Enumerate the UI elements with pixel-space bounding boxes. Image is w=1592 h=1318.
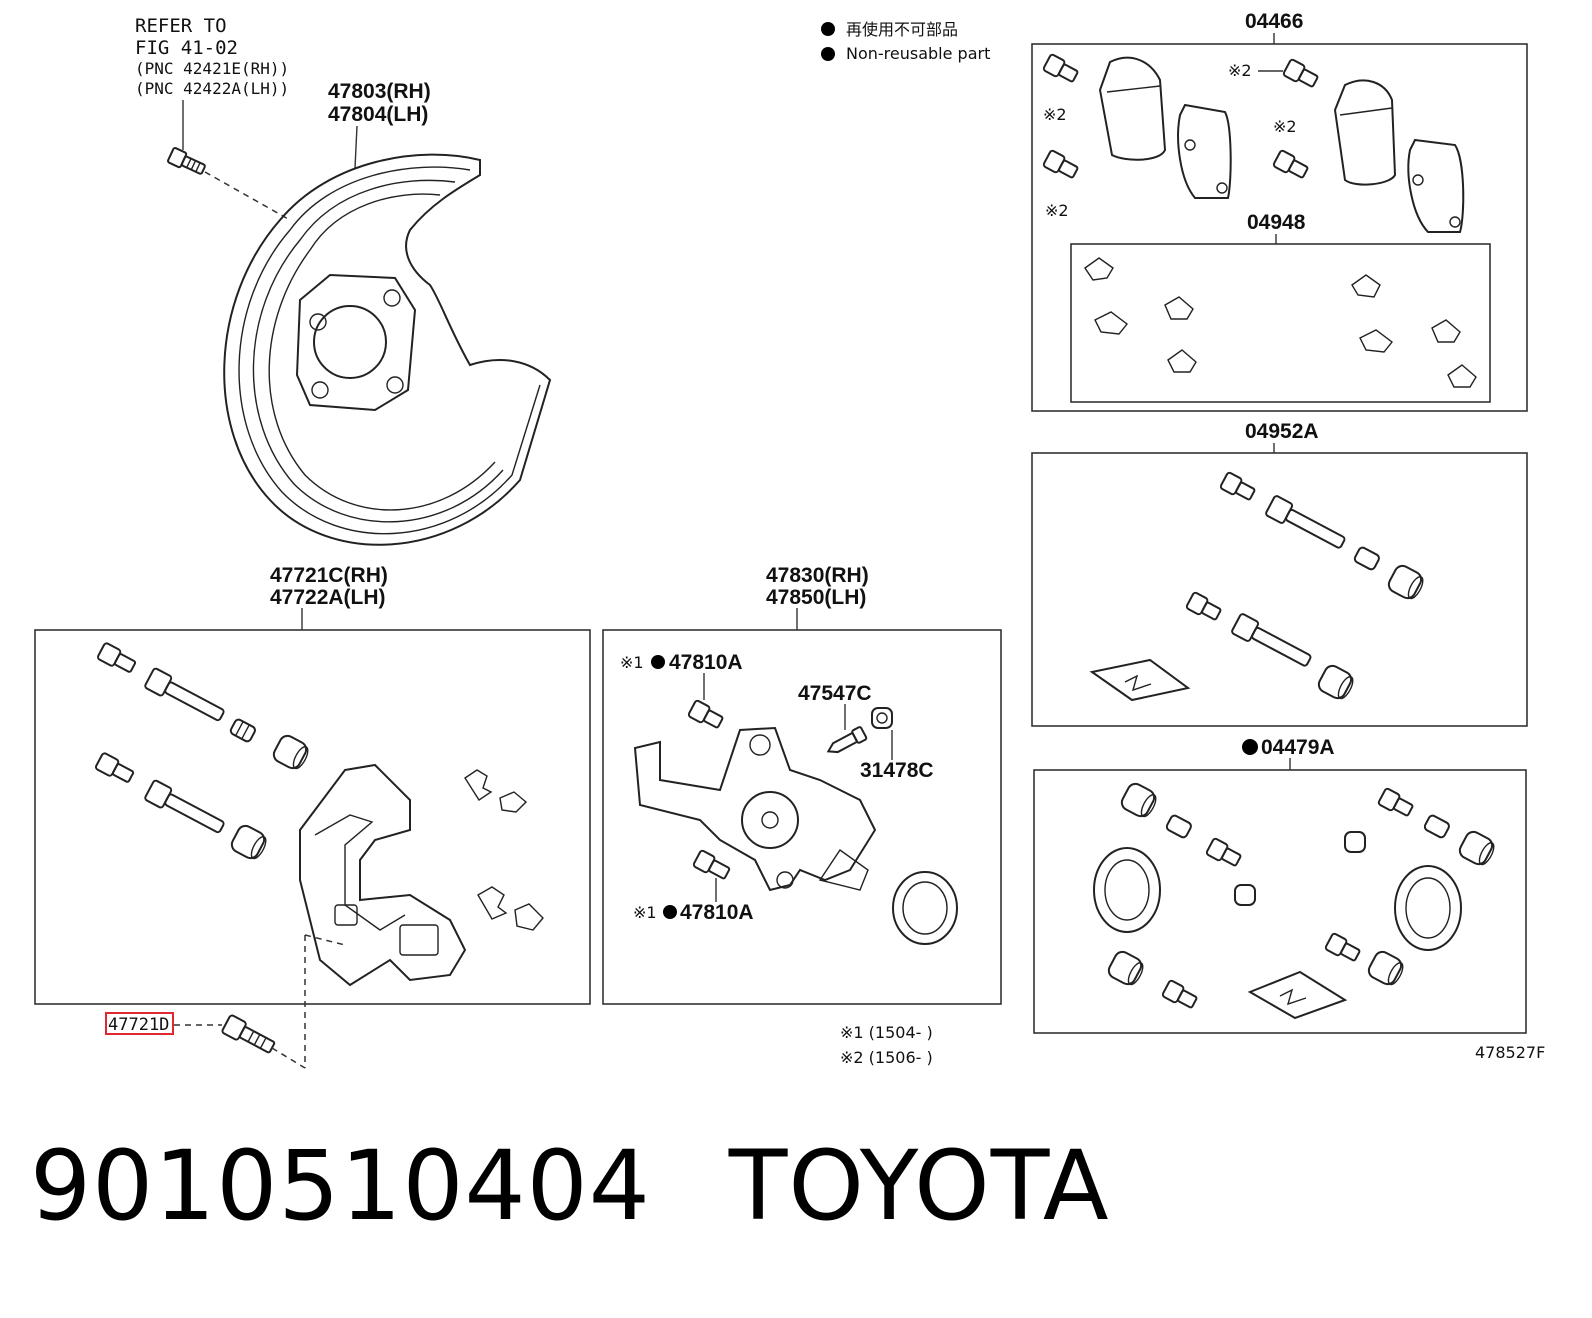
nonreusable-bullet-kit <box>1242 739 1258 755</box>
shim-kit-label: 04948 <box>1247 211 1306 234</box>
slide-pin-upper-icon <box>97 642 137 673</box>
caliper-label-lh: 47850(LH) <box>766 586 866 609</box>
caliper-body-icon <box>633 726 877 892</box>
brake-pad-icon-3 <box>1333 79 1397 186</box>
slide-kit-box <box>1031 452 1528 727</box>
legend-en: Non-reusable part <box>846 44 990 63</box>
bracket-box <box>34 629 591 1005</box>
pad-note-3: ※2 <box>1228 61 1252 80</box>
caliper-bolt-top-label: 47810A <box>669 651 743 674</box>
highlighted-part-label: 47721D <box>108 1015 169 1035</box>
shim-kit-box <box>1070 243 1491 403</box>
brake-pad-icon-2 <box>1177 103 1232 199</box>
nonreusable-bullet-bottom <box>663 905 677 919</box>
slide-kit-bolt-icon-1 <box>1219 471 1256 501</box>
shim-clip-icons <box>1084 257 1477 388</box>
pad-kit-label: 04466 <box>1245 10 1303 33</box>
slide-kit-bushing-icon-2 <box>1317 664 1354 700</box>
caliper-label-rh: 47830(RH) <box>766 564 869 587</box>
pad-note-1: ※2 <box>1043 105 1067 124</box>
bracket-bolt-icon <box>221 1014 276 1054</box>
caliper-bolt-bottom-icon <box>692 849 731 880</box>
slide-pin-lower-icon <box>95 752 135 783</box>
slide-kit-bushing-icon-1 <box>1387 564 1424 600</box>
brand-name: TOYOTA <box>728 1130 1110 1242</box>
pad-kit-box <box>1031 43 1528 412</box>
guide-pin-upper-icon <box>144 667 225 722</box>
bleeder-label: 47547C <box>798 682 872 705</box>
slide-kit-label: 04952A <box>1245 420 1319 443</box>
cylinder-kit-right-icons <box>1247 787 1495 1020</box>
shim-clips-lower-icon <box>477 886 544 931</box>
bushing-lower-icon <box>230 824 267 860</box>
brake-pad-icon-4 <box>1407 138 1465 233</box>
bleeder-cap-icon <box>871 707 893 729</box>
guide-pin-lower-icon <box>144 779 225 834</box>
shield-label-lh: 47804(LH) <box>328 103 428 126</box>
legend-bullet-2 <box>821 47 835 61</box>
shield-bolt-icon <box>167 147 206 175</box>
refer-line-3: (PNC 42421E(RH)) <box>135 59 289 78</box>
caliper-bolt-top-note: ※1 <box>620 653 644 672</box>
legend-jp: 再使用不可部品 <box>846 20 958 39</box>
pad-bolt-icon-4 <box>1272 149 1309 179</box>
refer-line-2: FIG 41-02 <box>135 37 238 59</box>
pad-bolt-icon-1 <box>1042 53 1079 83</box>
pad-note-2: ※2 <box>1045 201 1069 220</box>
pad-bolt-icon-3 <box>1282 58 1319 88</box>
slide-kit-boot-icon-1 <box>1353 546 1380 571</box>
bracket-label-rh: 47721C(RH) <box>270 564 388 587</box>
highlight-box <box>105 1012 174 1035</box>
caliper-box <box>602 629 1002 1005</box>
nonreusable-bullet-top <box>651 655 665 669</box>
slide-kit-pin-icon-2 <box>1231 613 1312 667</box>
dust-shield-icon <box>223 153 552 546</box>
caliper-bolt-bottom-label: 47810A <box>680 901 754 924</box>
slide-kit-bolt-icon-2 <box>1185 591 1222 621</box>
legend-bullet-1 <box>821 22 835 36</box>
cylinder-kit-left-icons <box>1093 782 1256 1009</box>
cylinder-kit-label: 04479A <box>1261 736 1335 759</box>
bracket-label-lh: 47722A(LH) <box>270 586 386 609</box>
footnote-2: ※2 (1506- ) <box>840 1048 933 1067</box>
shim-clips-upper-icon <box>464 769 528 813</box>
piston-seal-icon <box>892 871 958 945</box>
legend: 再使用不可部品 Non-reusable part <box>821 20 990 63</box>
refer-note: REFER TO FIG 41-02 (PNC 42421E(RH)) (PNC… <box>135 15 289 98</box>
cap-label: 31478C <box>860 759 934 782</box>
grease-packet-icon <box>1089 658 1191 702</box>
pad-note-4: ※2 <box>1273 117 1297 136</box>
bleeder-screw-icon <box>826 726 868 754</box>
caliper-bolt-top-icon <box>687 699 724 729</box>
refer-line-1: REFER TO <box>135 15 227 37</box>
part-number: 9010510404 <box>30 1130 651 1242</box>
bushing-upper-icon <box>272 734 309 770</box>
refer-line-4: (PNC 42422A(LH)) <box>135 79 289 98</box>
caliper-bracket-icon <box>299 763 467 987</box>
brake-pad-icon-1 <box>1098 56 1167 161</box>
footnote-1: ※1 (1504- ) <box>840 1023 933 1042</box>
cylinder-kit-box <box>1033 769 1527 1034</box>
footer: 9010510404 TOYOTA <box>30 1130 1188 1242</box>
shield-label-rh: 47803(RH) <box>328 80 431 103</box>
pad-bolt-icon-2 <box>1042 149 1079 179</box>
pin-boot-upper-icon <box>229 718 256 743</box>
figure-id: 478527F <box>1475 1043 1545 1062</box>
caliper-bolt-bottom-note: ※1 <box>633 903 657 922</box>
slide-kit-pin-icon-1 <box>1265 495 1346 549</box>
